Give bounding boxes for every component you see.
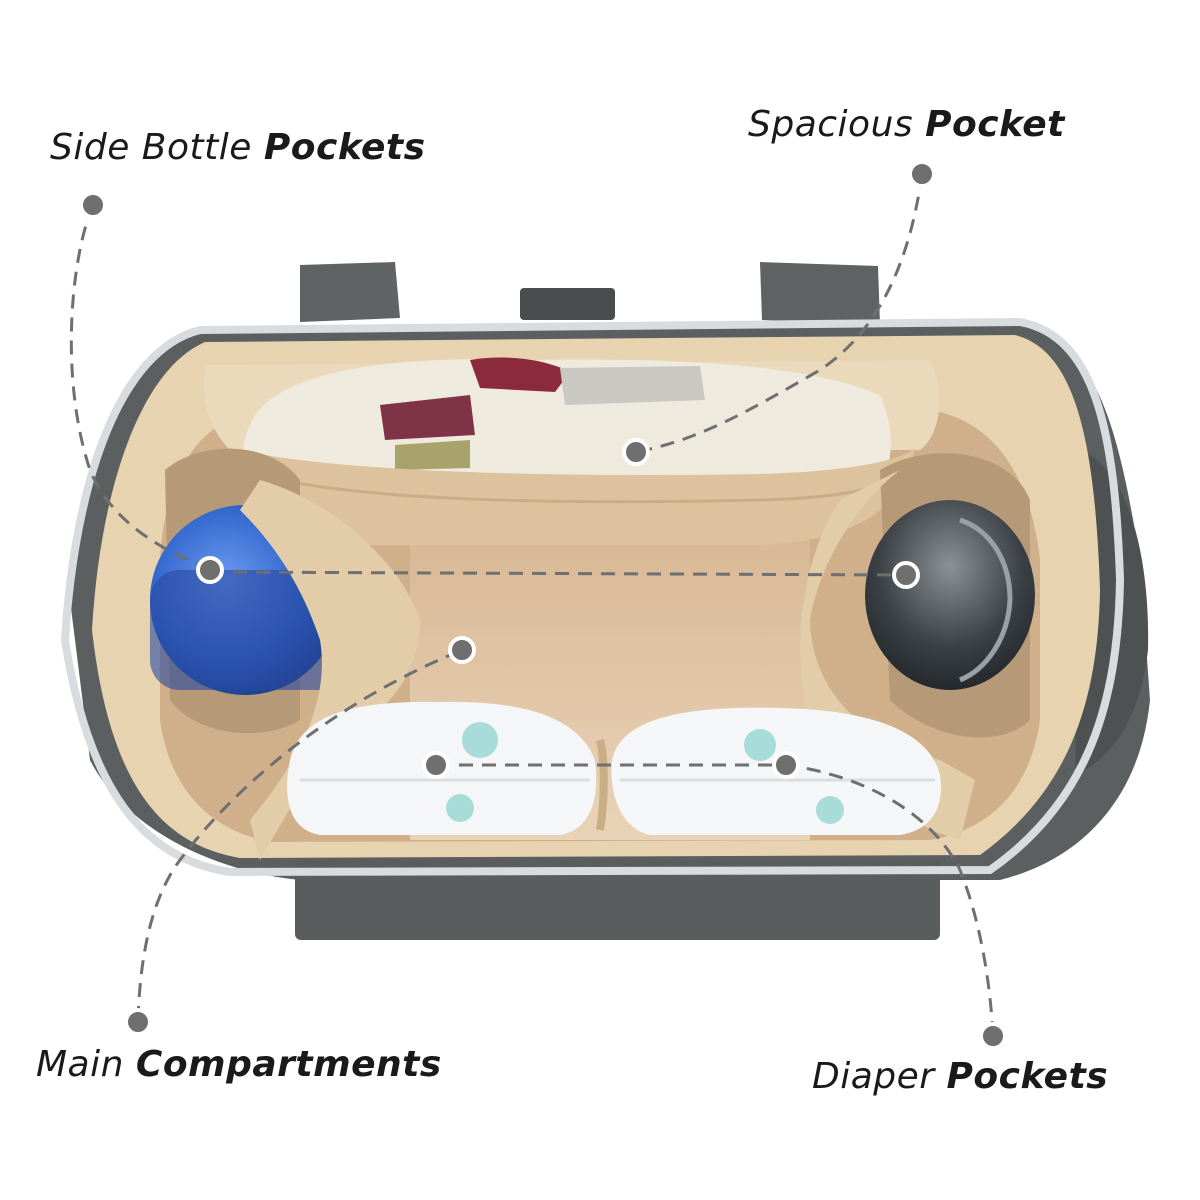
side-bottle-label-bold: Pockets: [263, 127, 426, 168]
callout-dots: [79, 160, 1007, 1050]
main-compartments-label: Main Compartments: [36, 1047, 442, 1083]
spacious-label-light: Spacious: [748, 104, 914, 145]
callout-dot-spacious-pocket: [622, 438, 650, 466]
callout-dot-diaper-right: [772, 751, 800, 779]
main-label-bold: Compartments: [135, 1044, 442, 1085]
callout-dot-right-bottle: [892, 561, 920, 589]
callout-dot-diaper-left: [422, 751, 450, 779]
callout-dot-side-top: [79, 191, 107, 219]
callout-dot-spacious-top: [908, 160, 936, 188]
left-side-bottle-pocket: [150, 448, 420, 860]
callout-dot-main-bottom: [124, 1008, 152, 1036]
spacious-pocket-label: Spacious Pocket: [748, 107, 1065, 143]
diaper-pockets-label: Diaper Pockets: [812, 1059, 1108, 1095]
diaper-label-light: Diaper: [812, 1056, 935, 1097]
diaper-label-bold: Pockets: [946, 1056, 1109, 1097]
spacious-label-bold: Pocket: [925, 104, 1065, 145]
callout-dot-left-bottle: [196, 556, 224, 584]
main-label-light: Main: [36, 1044, 124, 1085]
side-bottle-label-light: Side Bottle: [50, 127, 252, 168]
callout-dot-main: [448, 636, 476, 664]
callout-dot-diaper-bottom: [979, 1022, 1007, 1050]
spacious-pocket: [203, 357, 940, 545]
zipper: [60, 317, 1125, 877]
side-bottle-pockets-label: Side Bottle Pockets: [50, 130, 426, 166]
callout-lines: [69, 173, 995, 1036]
